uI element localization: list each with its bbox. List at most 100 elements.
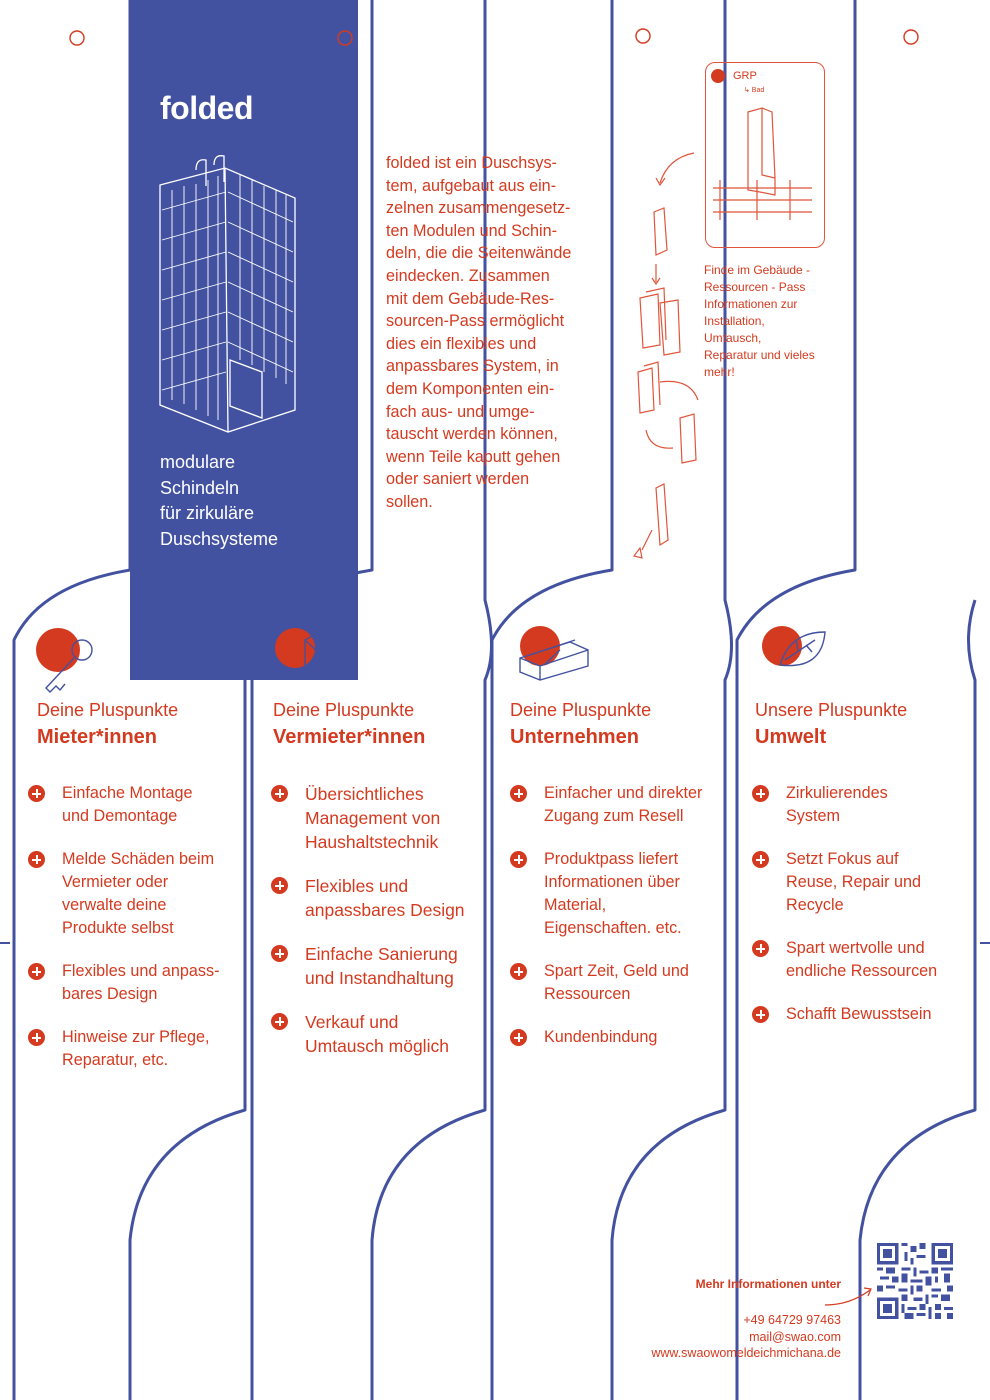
column-pre-title: Deine Pluspunkte — [273, 700, 415, 720]
contact-website[interactable]: www.swaowomeldeichmichana.de — [651, 1346, 841, 1360]
column-companies: Deine Pluspunkte Unternehmen Einfacher u… — [510, 700, 702, 1046]
benefit-item: Einfache Montage und Demontage — [28, 782, 219, 828]
brand-logo: folded — [160, 90, 253, 126]
benefit-line: Einfache Montage — [62, 784, 193, 802]
benefit-item: Flexibles und anpassbares Design — [271, 874, 465, 922]
column-heading: Unternehmen — [510, 726, 639, 748]
intro-text: folded ist ein Duschsys- tem, aufgebaut … — [386, 152, 601, 514]
benefit-line: Zugang zum Resell — [544, 807, 684, 825]
benefit-line: endliche Ressourcen — [786, 962, 938, 980]
column-pre-title: Deine Pluspunkte — [37, 700, 179, 720]
intro-line: dies ein flexibles und — [386, 334, 537, 353]
benefit-line: Ressourcen — [544, 985, 631, 1003]
qr-code-icon[interactable] — [877, 1243, 953, 1319]
benefit-line: verwalte deine — [62, 896, 167, 914]
intro-line: folded ist ein Duschsys- — [386, 154, 557, 172]
benefit-item: Schafft Bewusstsein — [752, 1003, 937, 1026]
tagline: modulare Schindeln für zirkuläre Duschsy… — [160, 450, 360, 552]
plus-icon — [271, 1013, 288, 1030]
benefit-item: Hinweise zur Pflege, Reparatur, etc. — [28, 1026, 219, 1072]
intro-line: oder saniert werden — [386, 470, 530, 489]
benefit-line: Einfache Sanierung — [305, 944, 458, 964]
benefit-line: Produktpass liefert — [544, 850, 679, 868]
tagline-line: modulare — [160, 452, 236, 472]
benefit-line: Melde Schäden beim — [62, 850, 215, 868]
benefit-line: Reparatur, etc. — [62, 1051, 169, 1069]
tagline-line: Duschsysteme — [160, 528, 279, 549]
benefit-line: Setzt Fokus auf — [786, 850, 899, 868]
shower-module-illustration — [159, 155, 296, 433]
side-note-line: Reparatur und vieles — [704, 348, 815, 362]
intro-line: tauscht werden können, — [386, 425, 558, 444]
benefit-line: Flexibles und — [305, 876, 409, 896]
benefit-line: Vermieter oder — [62, 873, 169, 891]
plus-icon — [28, 785, 45, 802]
contact-email[interactable]: mail@swao.com — [749, 1329, 841, 1344]
house-icon — [275, 625, 351, 677]
column-pre-title: Deine Pluspunkte — [510, 700, 652, 720]
column-landlords: Deine Pluspunkte Vermieter*innen Übersic… — [271, 700, 465, 1056]
contact-phone[interactable]: +49 64729 97463 — [743, 1313, 841, 1327]
tagline-line: für zirkuläre — [160, 503, 255, 523]
plus-icon — [510, 785, 527, 802]
benefit-line: Zirkulierendes — [786, 784, 888, 802]
plus-icon — [271, 785, 288, 802]
benefit-line: anpassbares Design — [305, 900, 465, 920]
benefit-line: Übersichtliches — [305, 784, 424, 804]
intro-line: tem, aufgebaut aus ein- — [386, 176, 557, 195]
benefit-line: System — [786, 807, 840, 825]
plus-icon — [510, 1029, 527, 1046]
benefit-item: Kundenbindung — [510, 1026, 702, 1049]
benefit-line: bares Design — [62, 985, 158, 1003]
benefit-line: Reuse, Repair und — [786, 873, 921, 891]
assembly-illustration — [632, 107, 812, 559]
intro-line: anpassbares System, in — [386, 357, 559, 376]
intro-line: eindecken. Zusammen — [386, 266, 550, 285]
side-note-line: Finde im Gebäude - — [704, 263, 811, 277]
plus-icon — [752, 940, 769, 957]
resource-pass-card — [705, 62, 825, 248]
benefit-line: und Demontage — [62, 807, 178, 825]
benefit-line: Recycle — [786, 896, 844, 914]
plus-icon — [752, 1006, 769, 1023]
benefit-line: Produkte selbst — [62, 919, 174, 937]
benefit-line: Kundenbindung — [544, 1028, 658, 1046]
benefit-line: Management von — [305, 808, 441, 828]
intro-line: fach aus- und umge- — [386, 402, 535, 421]
hero-panel — [130, 0, 358, 680]
benefit-item: Spart wertvolle und endliche Ressourcen — [752, 937, 937, 983]
benefit-line: Eigenschaften. etc. — [544, 919, 682, 937]
column-heading: Vermieter*innen — [273, 726, 426, 748]
benefit-line: Hinweise zur Pflege, — [62, 1028, 210, 1046]
side-note-line: Installation, — [704, 314, 765, 328]
benefit-item: Flexibles und anpass-bares Design — [28, 960, 219, 1006]
intro-line: dem Komponenten ein- — [386, 379, 555, 398]
intro-line: zelnen zusammengesetz- — [386, 199, 571, 218]
benefit-line: Spart wertvolle und — [786, 939, 925, 957]
plus-icon — [510, 851, 527, 868]
tagline-line: Schindeln — [160, 477, 240, 498]
grp-dot-icon — [711, 69, 725, 83]
column-heading: Mieter*innen — [37, 726, 158, 748]
intro-line: ten Modulen und Schin- — [386, 221, 557, 240]
benefit-line: Schafft Bewusstsein — [786, 1005, 932, 1023]
side-note-line: mehr! — [704, 365, 735, 379]
building-icon — [519, 626, 589, 681]
leaf-icon — [762, 626, 826, 667]
side-note-line: Ressourcen - Pass — [704, 280, 806, 294]
benefit-list: Einfache Montage und Demontage Melde Schä… — [28, 782, 219, 1072]
benefit-line: Informationen über — [544, 873, 680, 891]
intro-line: sourcen-Pass ermöglicht — [386, 312, 565, 331]
benefit-line: Material, — [544, 896, 607, 914]
benefit-line: Spart Zeit, Geld und — [544, 962, 689, 980]
key-icon — [36, 628, 93, 693]
benefit-line: Umtausch möglich — [305, 1036, 449, 1056]
contact-arrow-icon — [824, 1289, 871, 1306]
